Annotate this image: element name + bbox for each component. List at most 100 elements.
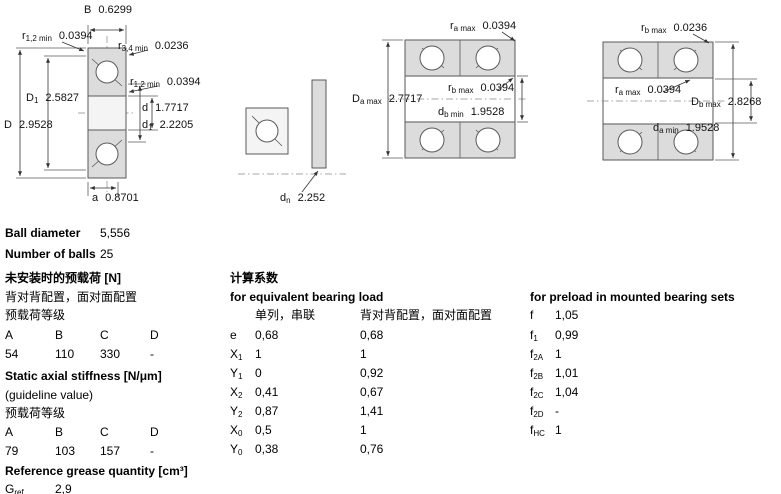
dim-symbol: D [691,96,699,108]
housing-abutment-drawing [587,33,757,161]
factor-symbol: X [230,385,239,399]
ball-diameter-label: Ball diameter [5,226,81,240]
dim-symbol: d [142,102,149,114]
dim-subscript: 1,2 min [25,34,52,43]
dim-symbol: r [130,76,134,88]
equivalent-load-title: for equivalent bearing load [230,290,384,304]
dim-subscript: 1,2 min [133,80,160,89]
stiffness-header-A: A [5,425,14,439]
shaft-abutment-drawing [382,31,528,159]
factor-subscript: 2D [533,410,544,419]
dim-value: 0.0236 [673,22,708,34]
calc-row-value-single: 0 [255,366,262,380]
calc-row-symbol: Y2 [230,404,242,420]
preload-factor-symbol: f2B [530,366,543,382]
dim-subscript: b max [451,86,474,95]
calc-row-symbol: Y0 [230,442,242,458]
dim-symbol: r [22,30,26,42]
grease-symbol: Gref [5,482,24,494]
dim-value: 2.7717 [388,93,423,105]
preload-unmounted-subtitle: 背对背配置，面对面配置 [5,290,138,304]
factor-symbol: Y [230,404,239,418]
factor-symbol: Y [230,442,239,456]
ball [419,127,445,153]
ball-upper [95,60,119,84]
preload-value-D: - [150,347,154,361]
ball [673,47,699,73]
preload-header-B: B [55,328,64,342]
grease-title: Reference grease quantity [cm³] [5,464,188,478]
stiffness-title: Static axial stiffness [N/μm] [5,369,162,383]
dim-ra-max: ra max 0.0394 [450,20,516,33]
dim-value: 1.7717 [155,102,189,114]
calc-row-symbol: Y1 [230,366,242,382]
factor-symbol: X [230,347,239,361]
preload-factor-symbol: f2D [530,404,544,420]
dim-symbol: d [142,119,149,131]
stiffness-header-B: B [55,425,64,439]
stiffness-value-C: 157 [100,444,121,458]
preload-unmounted-title: 未安装时的预载荷 [N] [5,271,121,285]
bearing-cross-section-drawing [16,25,159,196]
dim-symbol: d [280,192,287,204]
preload-factor-symbol: f [530,308,533,324]
dim-symbol: d [438,106,445,118]
factor-symbol: f [530,366,534,380]
stiffness-value-D: - [150,444,154,458]
dim-symbol: B [84,4,92,16]
ball [419,45,445,71]
dim-value: 1.9528 [685,122,720,134]
calc-row-value-single: 0,68 [255,328,279,342]
preload-factor-symbol: f2A [530,347,543,363]
factor-subscript: 2C [533,391,544,400]
ball [617,129,643,155]
ball [475,45,501,71]
dim-value: 0.0394 [647,84,682,96]
factor-subscript: 2 [238,410,243,419]
factor-subscript: 0 [238,448,243,457]
dim-symbol: r [450,20,454,32]
calc-row-value-paired: 1 [360,423,367,437]
factor-symbol: f [530,404,534,418]
preload-factor-value: - [555,404,559,418]
dim-value: 2.2205 [159,119,194,131]
dim-symbol: G [5,482,15,494]
dim-symbol: d [653,122,660,134]
grease-value: 2,9 [55,482,72,494]
dim-value: 1.9528 [470,106,505,118]
ball [475,127,501,153]
calc-row-value-single: 0,38 [255,442,279,456]
dim-symbol: r [641,22,645,34]
factor-symbol: f [530,385,534,399]
preload-factor-value: 1 [555,347,562,361]
dim-subscript: a max [453,24,476,33]
preload-header-A: A [5,328,14,342]
calc-row-value-paired: 0,68 [360,328,384,342]
leader-line [301,170,319,193]
calc-row-value-single: 0,5 [255,423,272,437]
stiffness-subtitle: (guideline value) [5,388,94,402]
dim-value: 0.0236 [154,40,189,52]
preload-factor-value: 0,99 [555,328,579,342]
preload-factor-symbol: f2C [530,385,544,401]
stiffness-header-D: D [150,425,159,439]
factor-symbol: X [230,423,239,437]
ball-lower [95,142,119,166]
calc-row-value-single: 0,87 [255,404,279,418]
factor-symbol: f [530,328,534,342]
dim-value: 0.0394 [482,20,517,32]
preload-value-B: 110 [55,347,75,361]
